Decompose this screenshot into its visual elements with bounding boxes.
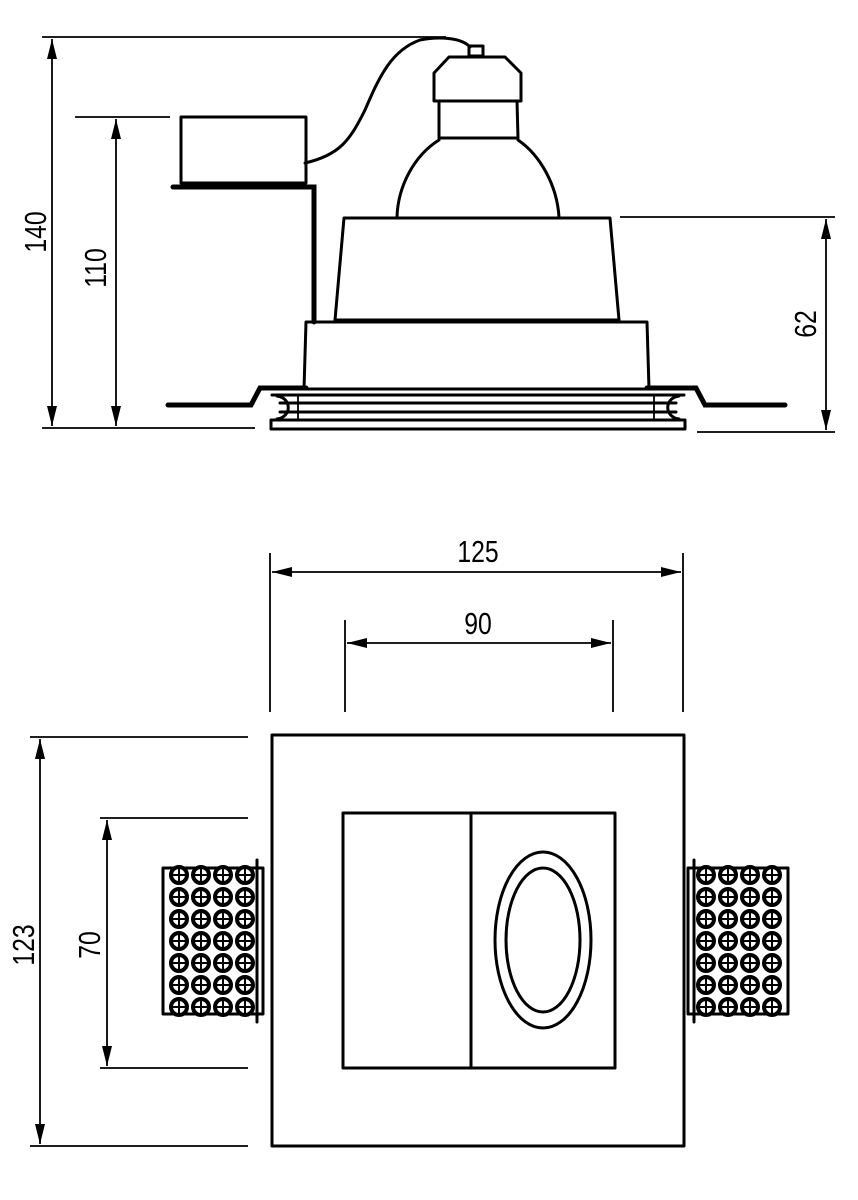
dimension-label-110: 110	[78, 248, 112, 288]
lamp-cap	[432, 55, 523, 103]
mesh-hole	[213, 975, 233, 995]
mesh-hole	[696, 931, 716, 951]
lamp-neck	[437, 99, 520, 140]
mesh-frame	[161, 866, 265, 1016]
mesh-hole	[718, 975, 738, 995]
mesh-hole	[762, 887, 782, 907]
dimension-70: 70	[72, 817, 248, 1069]
mesh-left	[161, 858, 265, 1024]
dimension-125: 125	[269, 534, 684, 712]
mesh-hole	[762, 953, 782, 973]
mesh-hole	[213, 887, 233, 907]
mesh-hole	[696, 887, 716, 907]
upper-housing	[333, 216, 621, 322]
mesh-hole	[213, 997, 233, 1017]
dimension-label-90: 90	[464, 606, 492, 640]
mesh-hole	[762, 997, 782, 1017]
lamp-opening-outer	[493, 850, 593, 1030]
transformer-box	[179, 115, 308, 185]
mesh-hole	[696, 865, 716, 885]
lower-housing	[302, 320, 651, 391]
mesh-hole	[169, 865, 189, 885]
mesh-hole	[718, 887, 738, 907]
mesh-hole	[696, 953, 716, 973]
mesh-hole	[169, 909, 189, 929]
dimension-label-125: 125	[457, 534, 498, 568]
mesh-hole	[718, 997, 738, 1017]
mesh-hole	[718, 953, 738, 973]
mounting-bracket	[170, 184, 317, 325]
mesh-hole	[169, 931, 189, 951]
mesh-hole	[191, 909, 211, 929]
mesh-hole	[169, 953, 189, 973]
mesh-hole	[235, 997, 255, 1017]
mesh-hole	[740, 865, 760, 885]
dimension-label-140: 140	[18, 211, 52, 252]
mesh-hole	[740, 953, 760, 973]
lamp-opening-inner	[504, 866, 582, 1014]
inner-frame	[341, 811, 617, 1070]
mesh-hole	[235, 975, 255, 995]
lamp-reflector	[395, 138, 561, 219]
outer-plate	[270, 733, 686, 1148]
top-view: 125 90 123 70	[6, 534, 790, 1148]
mesh-hole	[235, 887, 255, 907]
mesh-hole	[169, 975, 189, 995]
mesh-hole	[191, 865, 211, 885]
mesh-hole	[762, 931, 782, 951]
mesh-hole	[740, 997, 760, 1017]
mesh-hole	[718, 909, 738, 929]
ceiling-left	[165, 385, 309, 408]
dimension-label-62: 62	[788, 310, 822, 338]
mesh-hole	[169, 997, 189, 1017]
mesh-hole	[235, 953, 255, 973]
mesh-hole	[718, 931, 738, 951]
mesh-hole	[740, 975, 760, 995]
mesh-right	[686, 858, 790, 1024]
dimension-140: 140	[18, 36, 446, 429]
mesh-hole	[235, 931, 255, 951]
mesh-hole	[740, 931, 760, 951]
mesh-hole	[213, 931, 233, 951]
dimension-label-123: 123	[6, 924, 40, 965]
mesh-hole	[740, 909, 760, 929]
mesh-hole	[235, 909, 255, 929]
mesh-hole	[762, 909, 782, 929]
mesh-hole	[696, 997, 716, 1017]
mesh-hole	[762, 975, 782, 995]
mesh-hole	[191, 887, 211, 907]
lamp-cap-nub	[467, 44, 485, 58]
dimension-62: 62	[620, 216, 835, 433]
power-cable	[303, 36, 472, 165]
mesh-hole	[191, 953, 211, 973]
mesh-hole	[213, 953, 233, 973]
mesh-hole	[696, 909, 716, 929]
side-view: 140 110 62	[18, 36, 835, 433]
ceiling-right	[644, 385, 788, 408]
mesh-hole	[762, 865, 782, 885]
mesh-hole	[191, 931, 211, 951]
mesh-hole	[213, 865, 233, 885]
mesh-hole	[718, 865, 738, 885]
mesh-hole	[169, 887, 189, 907]
mesh-hole	[213, 909, 233, 929]
dimension-label-70: 70	[72, 931, 106, 959]
mesh-hole	[740, 887, 760, 907]
mesh-hole	[696, 975, 716, 995]
mesh-hole	[191, 975, 211, 995]
mesh-frame	[686, 866, 790, 1016]
trim-ring	[269, 393, 687, 431]
dimension-90: 90	[344, 606, 614, 712]
dimension-123: 123	[6, 736, 248, 1147]
dimension-110: 110	[75, 116, 170, 426]
mesh-hole	[235, 865, 255, 885]
mesh-hole	[191, 997, 211, 1017]
